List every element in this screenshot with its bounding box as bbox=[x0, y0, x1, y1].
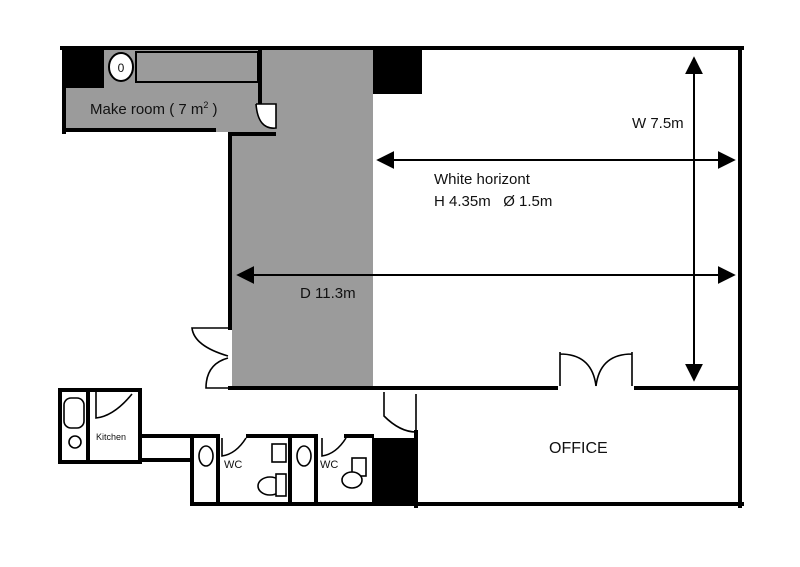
make-room-label: Make room ( 7 m2 ) bbox=[90, 100, 218, 118]
studio-shaded-strip bbox=[232, 48, 373, 388]
wc-left-sink-icon bbox=[198, 445, 214, 467]
wc-left-toilet-icon bbox=[271, 443, 287, 463]
studio-depth-label: D 11.3m bbox=[300, 285, 356, 302]
make-room-counter bbox=[135, 51, 259, 83]
studio-width-label: W 7.5m bbox=[632, 115, 684, 132]
studio-title: White horizont bbox=[434, 171, 531, 188]
studio-spec: H 4.35m Ø 1.5m bbox=[434, 193, 552, 210]
office-label: OFFICE bbox=[549, 440, 608, 457]
make-room-sink-icon bbox=[108, 52, 134, 82]
wc-right-label: WC bbox=[320, 459, 338, 471]
walls bbox=[58, 46, 744, 508]
wall-block-topleft bbox=[62, 46, 104, 88]
wall-block-top bbox=[373, 46, 422, 94]
wc-left-label: WC bbox=[224, 459, 242, 471]
wall-block-bottom bbox=[372, 438, 416, 504]
doors bbox=[95, 103, 633, 457]
wc-right-sink-icon bbox=[296, 445, 312, 467]
fixtures bbox=[63, 397, 367, 497]
kitchen-label: Kitchen bbox=[96, 432, 126, 442]
sink-symbol: 0 bbox=[118, 61, 125, 75]
